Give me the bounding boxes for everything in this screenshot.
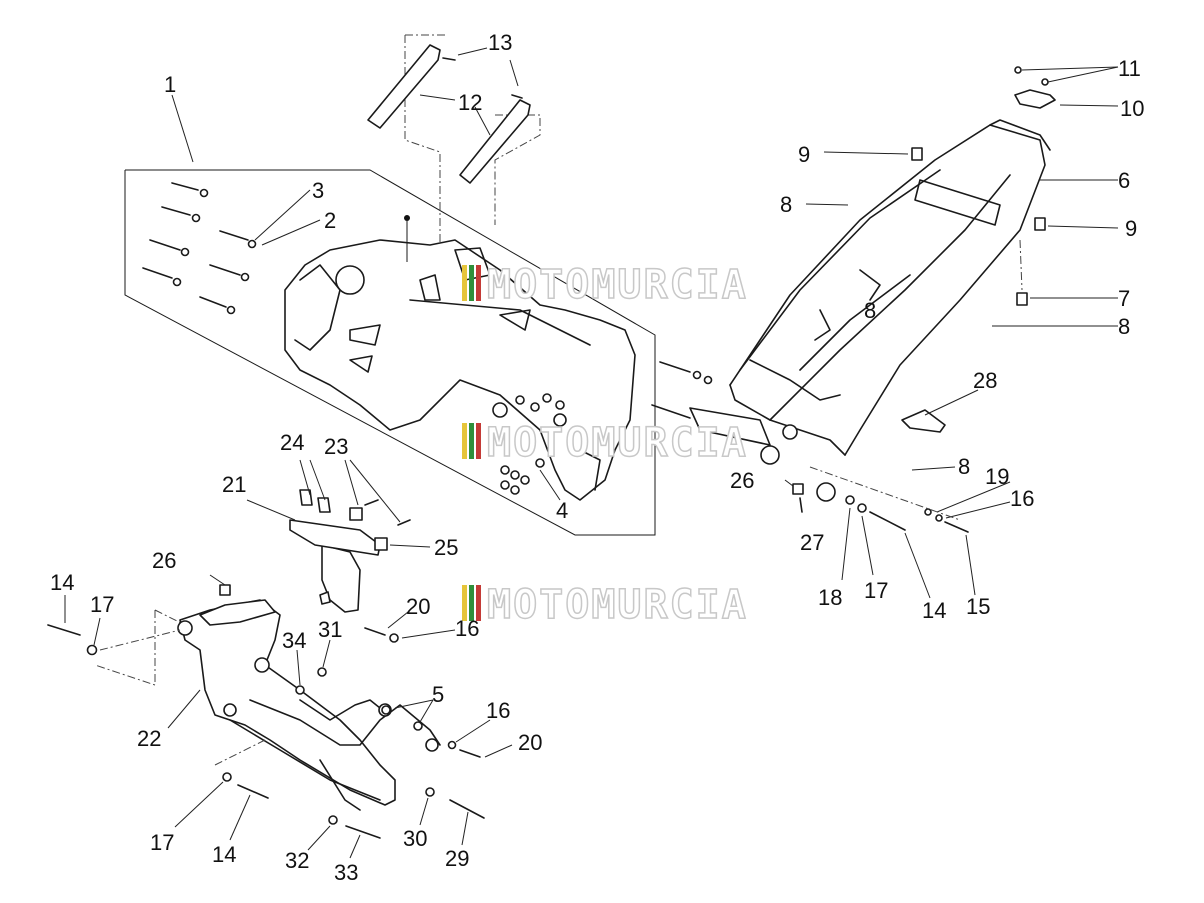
callout-32: 32: [285, 848, 309, 873]
callout-6: 6: [1118, 168, 1130, 193]
watermark-text: MOTOMURCIA: [487, 262, 748, 308]
watermark-3: MOTOMURCIA: [462, 581, 748, 629]
callout-16: 16: [455, 616, 479, 641]
callout-14: 14: [50, 570, 74, 595]
callout-22: 22: [137, 726, 161, 751]
watermark-2: MOTOMURCIA: [462, 419, 748, 467]
callout-27: 27: [800, 530, 824, 555]
watermark-stripe: [476, 423, 481, 459]
callout-8: 8: [1118, 314, 1130, 339]
callout-33: 33: [334, 860, 358, 885]
watermark-stripe: [462, 265, 467, 301]
callout-labels: 1 2 3 4 5 6 7 8 8 8 8 9 9 10 11 12 13 14…: [50, 30, 1144, 885]
callout-15: 15: [966, 594, 990, 619]
lower-fasteners: [47, 595, 513, 859]
callout-28: 28: [973, 368, 997, 393]
callout-17: 17: [90, 592, 114, 617]
watermark-stripe: [469, 265, 474, 301]
callout-16: 16: [486, 698, 510, 723]
callout-8: 8: [864, 298, 876, 323]
watermark-text: MOTOMURCIA: [487, 420, 748, 466]
callout-14: 14: [922, 598, 946, 623]
callout-17: 17: [864, 578, 888, 603]
frame-nuts: [500, 393, 565, 501]
watermark-text: MOTOMURCIA: [487, 582, 748, 628]
callout-9: 9: [798, 142, 810, 167]
callout-26: 26: [730, 468, 754, 493]
watermark-stripe: [462, 585, 467, 621]
callout-25: 25: [434, 535, 458, 560]
callout-1: 1: [164, 72, 176, 97]
callout-11: 11: [1118, 56, 1141, 81]
lower-cradle-part: [94, 459, 441, 811]
watermark-1: MOTOMURCIA: [462, 261, 748, 309]
callout-13: 13: [488, 30, 512, 55]
callout-5: 5: [432, 682, 444, 707]
watermark-stripe: [469, 585, 474, 621]
rear-subframe-part: [651, 119, 1051, 502]
callout-19: 19: [985, 464, 1009, 489]
callout-20: 20: [406, 594, 430, 619]
callout-34: 34: [282, 628, 306, 653]
callout-8: 8: [780, 192, 792, 217]
callout-14: 14: [212, 842, 236, 867]
callout-17: 17: [150, 830, 174, 855]
callout-23: 23: [324, 434, 348, 459]
callout-26: 26: [152, 548, 176, 573]
watermark-stripe: [476, 585, 481, 621]
group-outline-1: [124, 94, 656, 536]
callout-20: 20: [518, 730, 542, 755]
callout-4: 4: [556, 498, 568, 523]
watermark-stripe: [462, 423, 467, 459]
callout-16: 16: [1010, 486, 1034, 511]
callout-30: 30: [403, 826, 427, 851]
rear-small-parts: [784, 66, 1119, 599]
callout-12: 12: [458, 90, 482, 115]
callout-8: 8: [958, 454, 970, 479]
callout-3: 3: [312, 178, 324, 203]
main-frame-part: [284, 215, 636, 501]
watermark-stripe: [469, 423, 474, 459]
upper-brackets: [367, 44, 531, 184]
frame-bolts: [142, 182, 321, 315]
callout-10: 10: [1120, 96, 1144, 121]
callout-24: 24: [280, 430, 304, 455]
callout-21: 21: [222, 472, 246, 497]
watermark-stripe: [476, 265, 481, 301]
callout-18: 18: [818, 585, 842, 610]
callout-2: 2: [324, 208, 336, 233]
callout-31: 31: [318, 617, 342, 642]
callout-7: 7: [1118, 286, 1130, 311]
callout-9: 9: [1125, 216, 1137, 241]
callout-29: 29: [445, 846, 469, 871]
